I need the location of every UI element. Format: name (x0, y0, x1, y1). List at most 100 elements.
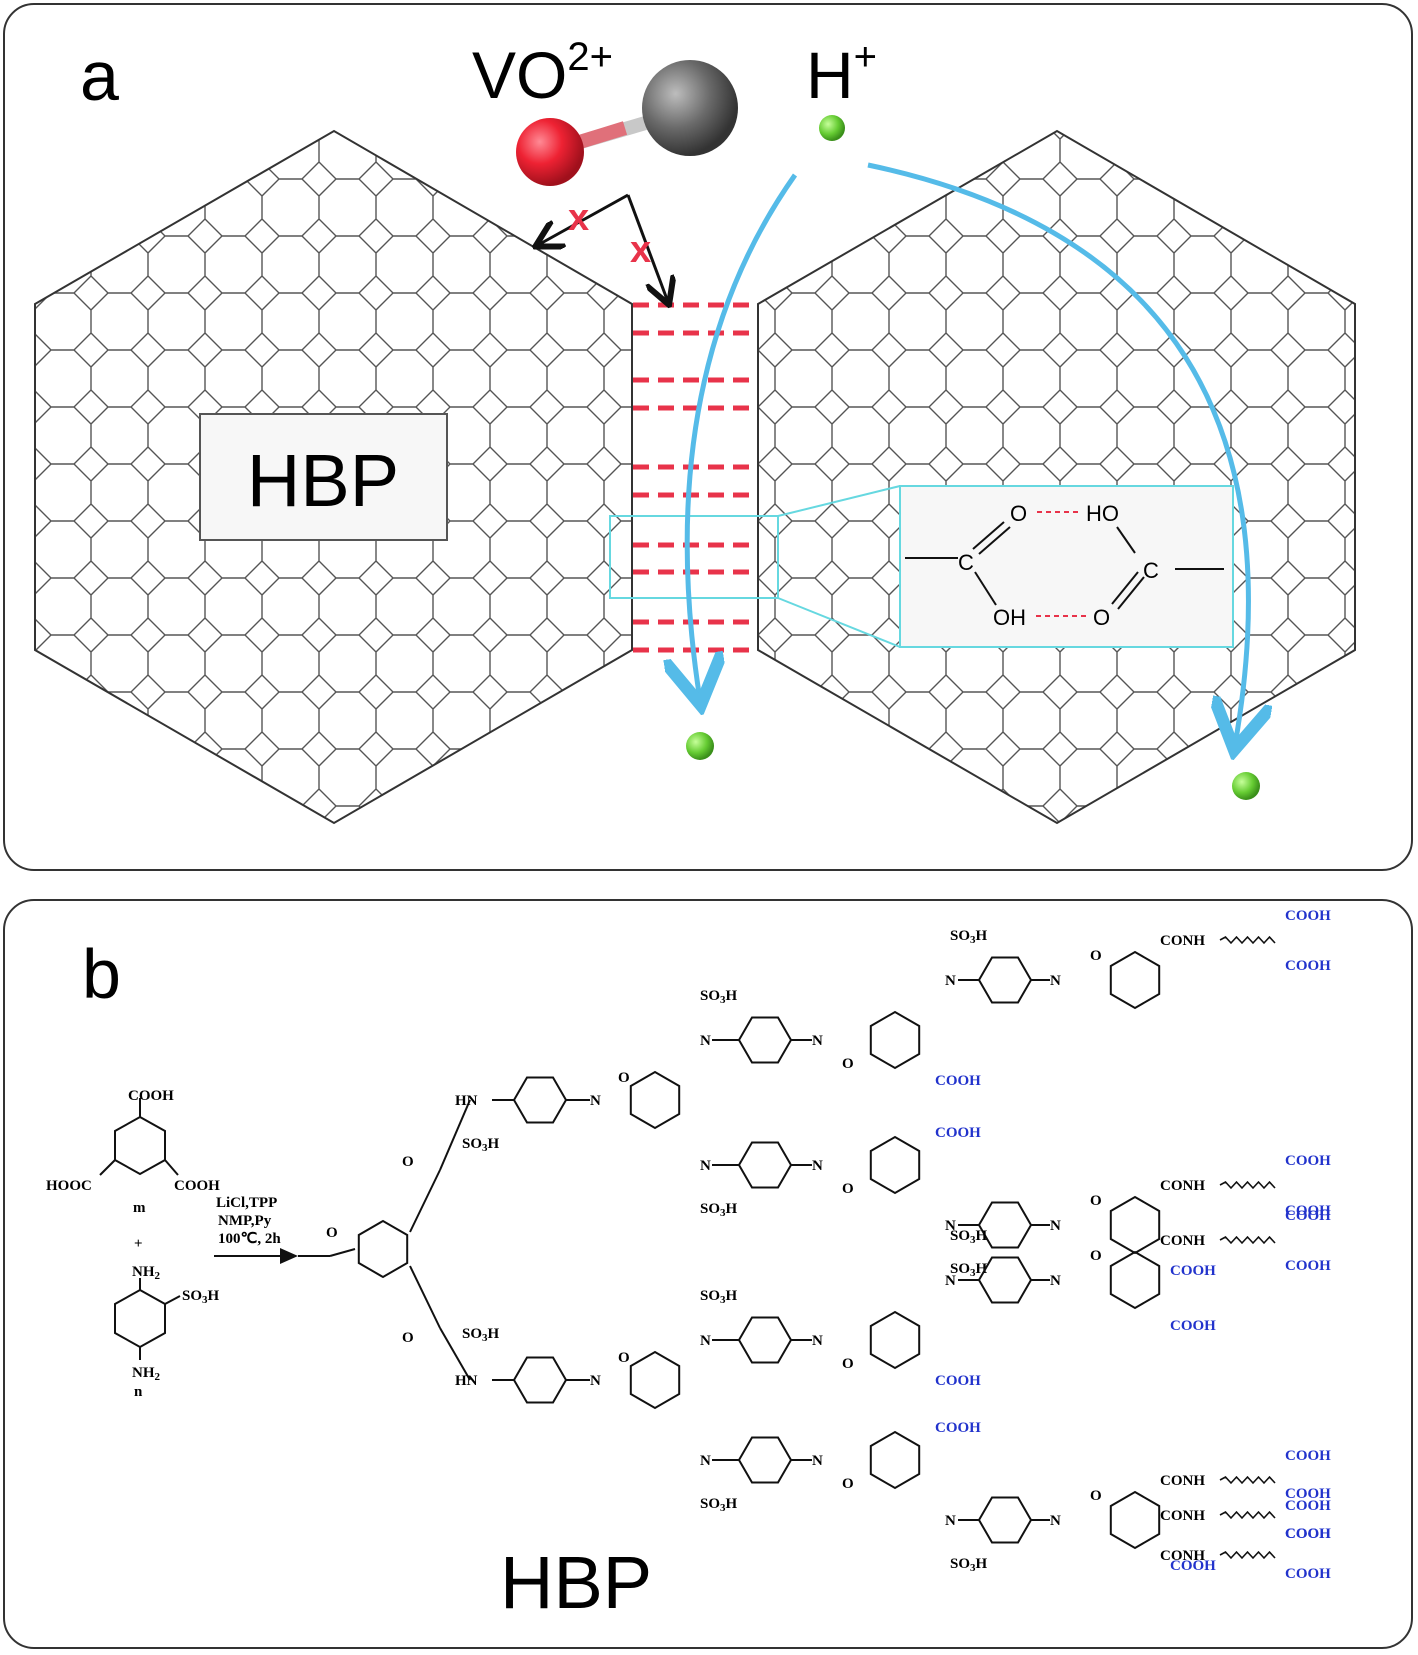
amide-n: N (700, 1453, 711, 1469)
amide-n: N (700, 1033, 711, 1049)
terminal-cooh: COOH (935, 1420, 981, 1436)
terminal-cooh: COOH (1285, 1203, 1331, 1219)
monomer-m-cooh: COOH (128, 1088, 174, 1104)
monomer-n-structure (114, 1278, 181, 1360)
terminal-cooh: COOH (935, 1073, 981, 1089)
benzene-ring (1109, 950, 1161, 1010)
carbonyl-o: O (1090, 948, 1102, 964)
terminal-cooh: COOH (1170, 1558, 1216, 1574)
amide-n: N (945, 1218, 956, 1234)
blocked-mark-1: x (568, 197, 589, 239)
carbonyl-o: O (1090, 1488, 1102, 1504)
panel-a-label: a (80, 37, 119, 115)
hbp-label: HBP (247, 439, 399, 522)
terminal-cooh: COOH (1285, 1526, 1331, 1542)
proton-top (819, 115, 845, 141)
carbonyl-o: O (326, 1225, 338, 1241)
benzene-ring (1109, 1250, 1161, 1310)
terminal-cooh: COOH (1285, 1498, 1331, 1514)
terminal-cooh: COOH (935, 1373, 981, 1389)
so3h-group: SO3H (462, 1136, 500, 1154)
hbp-hexagon-right (757, 129, 1356, 825)
vo-molecule (516, 60, 738, 186)
terminal-cooh: COOH (1285, 1208, 1331, 1224)
hbp-dendrimer-structure: OOOHNSO3HNOHNSO3HNONSO3HNOCOOHNSO3HNOCON… (298, 908, 1331, 1582)
benzene-ring (869, 1430, 921, 1490)
carbonyl-o: O (618, 1070, 630, 1086)
monomer-n-name: n (134, 1384, 143, 1400)
amide-n: N (945, 1273, 956, 1289)
amide-n: N (812, 1158, 823, 1174)
zoom-region (609, 515, 779, 599)
benzene-ring (629, 1070, 681, 1130)
condition-1: LiCl,TPP (216, 1195, 277, 1211)
terminal-cooh: COOH (1285, 1448, 1331, 1464)
monomer-n-so3h: SO3H (182, 1288, 220, 1306)
amide-n: N (1050, 1218, 1061, 1234)
hbp-label-box (199, 413, 448, 541)
so3h-group: SO3H (950, 928, 988, 946)
blocked-pathways: x x (538, 193, 668, 302)
amide-n: N (1050, 1273, 1061, 1289)
carbonyl-o: O (842, 1056, 854, 1072)
amide-n: N (945, 973, 956, 989)
amide-n: N (700, 1158, 711, 1174)
carbonyl-o: O (842, 1181, 854, 1197)
monomer-m-structure (99, 1098, 179, 1176)
terminal-cooh: COOH (1285, 958, 1331, 974)
inset-c-right: C (1143, 558, 1159, 583)
monomer-m-name: m (133, 1200, 146, 1216)
terminal-cooh: COOH (935, 1125, 981, 1141)
panel-b-frame (3, 899, 1413, 1649)
benzene-ring (357, 1219, 409, 1279)
monomer-m-hooc: HOOC (46, 1178, 92, 1194)
so3h-group: SO3H (700, 988, 738, 1006)
amide-n: N (945, 1513, 956, 1529)
panel-b-label: b (82, 935, 121, 1013)
so3h-group: SO3H (950, 1556, 988, 1574)
terminal-cooh: COOH (1285, 1258, 1331, 1274)
benzene-ring (1109, 1490, 1161, 1550)
conh-group: CONH (1160, 1178, 1205, 1194)
carbonyl-o: O (402, 1154, 414, 1170)
terminal-cooh: COOH (1285, 1566, 1331, 1582)
hydrogen-bond-bridge (633, 302, 758, 653)
carboxylic-dimer-inset: O HO C C OH O (899, 485, 1234, 648)
inset-o-top: O (1010, 501, 1027, 526)
so3h-group: SO3H (700, 1496, 738, 1514)
terminal-cooh: COOH (1170, 1263, 1216, 1279)
carbonyl-o: O (402, 1330, 414, 1346)
benzene-ring (629, 1350, 681, 1410)
conh-group: CONH (1160, 933, 1205, 949)
amide-hn: HN (455, 1373, 478, 1389)
proton-bottom-middle (686, 732, 714, 760)
condition-3: 100℃, 2h (218, 1231, 281, 1247)
terminal-cooh: COOH (1285, 1153, 1331, 1169)
proton-pathways (687, 162, 1248, 745)
amide-n: N (1050, 1513, 1061, 1529)
carbonyl-o: O (1090, 1248, 1102, 1264)
amide-n: N (590, 1093, 601, 1109)
amide-n: N (812, 1453, 823, 1469)
monomer-n-nh2-bottom: NH2 (132, 1365, 161, 1383)
so3h-group: SO3H (700, 1201, 738, 1219)
carbonyl-o: O (1090, 1193, 1102, 1209)
inset-c-left: C (958, 550, 974, 575)
carbonyl-o: O (842, 1476, 854, 1492)
plus-sign: + (134, 1236, 143, 1252)
conh-group: CONH (1160, 1548, 1205, 1564)
hbp-product-label: HBP (500, 1541, 652, 1624)
condition-2: NMP,Py (218, 1213, 272, 1229)
blocked-mark-2: x (630, 229, 651, 271)
amide-n: N (1050, 973, 1061, 989)
h-ion-label: H+ (806, 35, 877, 112)
so3h-group: SO3H (700, 1288, 738, 1306)
monomer-m-cooh-2: COOH (174, 1178, 220, 1194)
carbonyl-o: O (842, 1356, 854, 1372)
inset-o-bottom: O (1093, 605, 1110, 630)
monomer-n-nh2-top: NH2 (132, 1264, 161, 1282)
so3h-group: SO3H (950, 1261, 988, 1279)
terminal-cooh: COOH (1170, 1318, 1216, 1334)
terminal-cooh: COOH (1285, 1486, 1331, 1502)
